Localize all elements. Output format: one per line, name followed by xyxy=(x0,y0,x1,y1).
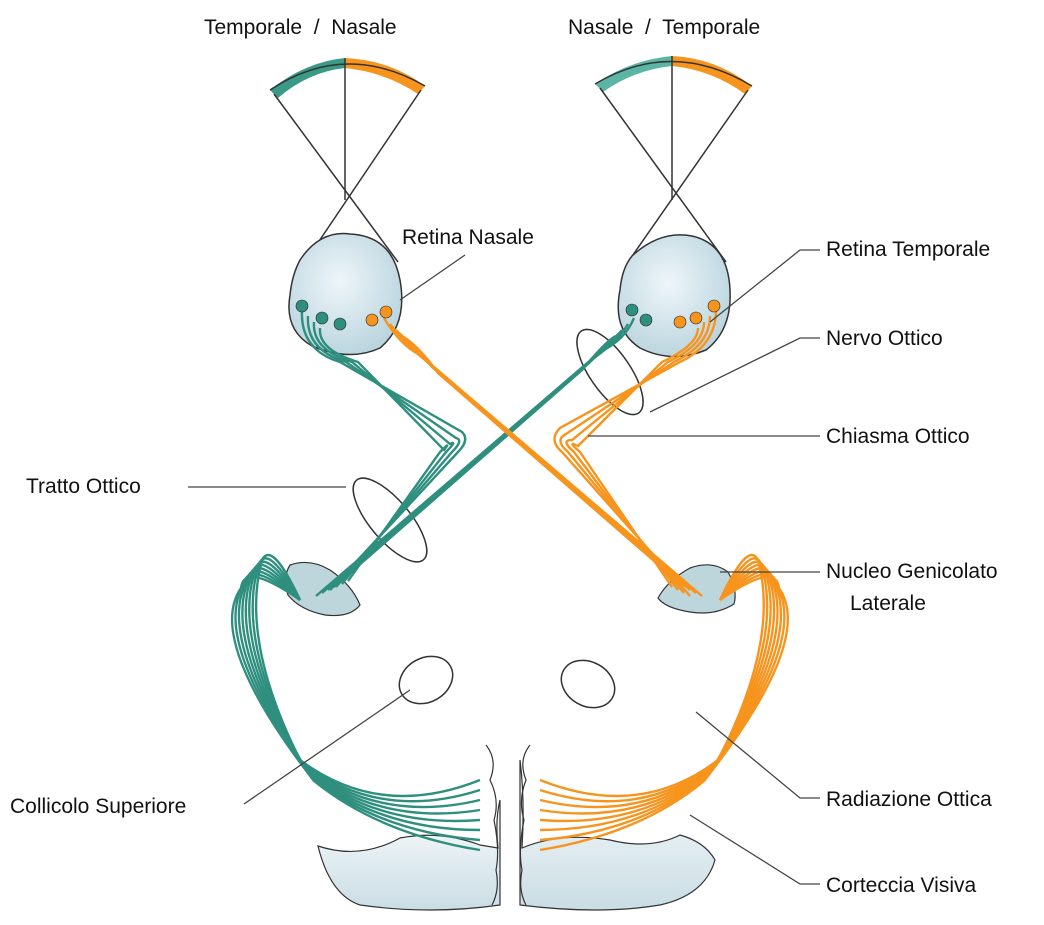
teal-cell xyxy=(316,312,328,324)
tratto-ottico-label: Tratto Ottico xyxy=(26,475,141,498)
leader-retina-nasale xyxy=(400,255,465,300)
fiber-left-nasal xyxy=(384,318,702,596)
orange-cell xyxy=(380,306,392,318)
fiber-left-temporal xyxy=(308,316,459,587)
leader-radiazione xyxy=(696,712,820,798)
teal-cell xyxy=(626,304,638,316)
superior-colliculus-right xyxy=(553,651,623,717)
retina-nasale-label: Retina Nasale xyxy=(402,226,534,249)
nervo-ottico-label: Nervo Ottico xyxy=(826,327,943,350)
radiation-right xyxy=(540,562,771,807)
radiation-right xyxy=(540,568,778,821)
corteccia-label: Corteccia Visiva xyxy=(826,874,976,897)
fiber-right-nasal xyxy=(316,318,634,596)
right-visual-field xyxy=(595,56,752,262)
superior-colliculus-left xyxy=(391,647,461,713)
nucleo-genicolato-label: Nucleo Genicolato xyxy=(826,560,998,583)
collicolo-label: Collicolo Superiore xyxy=(10,795,186,818)
teal-cell xyxy=(640,314,652,326)
teal-cell xyxy=(296,300,308,312)
teal-cell xyxy=(334,318,346,330)
orange-cell xyxy=(674,316,686,328)
radiation-left xyxy=(246,565,480,814)
laterale-label: Laterale xyxy=(850,592,926,615)
radiation-left xyxy=(253,558,480,801)
orange-cell xyxy=(366,314,378,326)
left-field-nasal-arc xyxy=(345,58,425,94)
radiation-right xyxy=(540,565,774,814)
orange-cell xyxy=(708,300,720,312)
retina-temporale-label: Retina Temporale xyxy=(826,238,990,261)
orange-cell xyxy=(690,312,702,324)
right-field-label: Nasale / Temporale xyxy=(568,16,760,39)
chiasma-ottico-label: Chiasma Ottico xyxy=(826,425,970,448)
fiber-right-temporal xyxy=(572,328,698,587)
radiazione-label: Radiazione Ottica xyxy=(826,788,992,811)
radiation-right xyxy=(540,577,788,850)
radiation-left xyxy=(249,562,480,807)
left-field-temporal-arc xyxy=(270,58,345,98)
right-eye xyxy=(618,235,730,357)
left-field-label: Temporale / Nasale xyxy=(204,16,397,39)
